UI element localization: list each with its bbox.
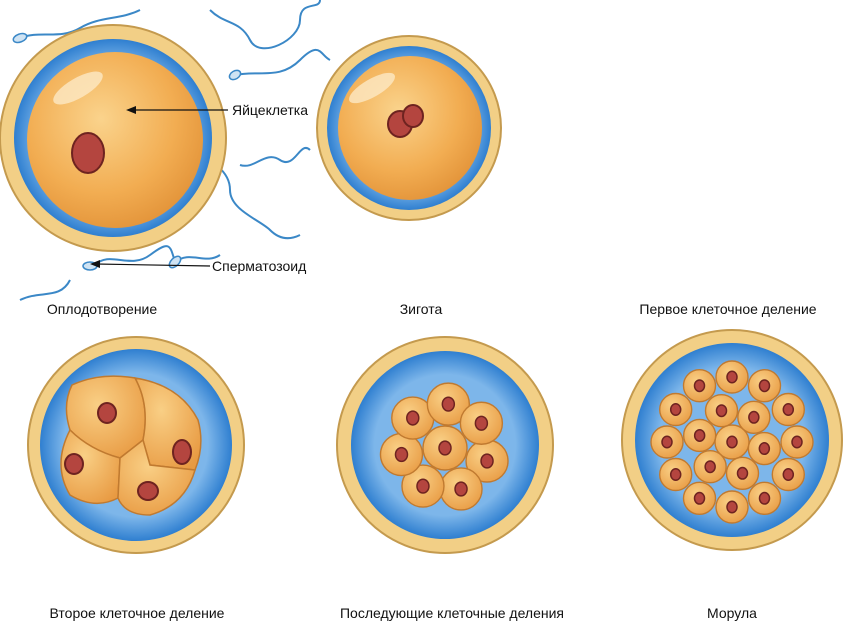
caption-subsequent-divisions: Последующие клеточные деления: [340, 605, 564, 621]
nucleus: [671, 404, 681, 416]
nucleus: [695, 380, 705, 392]
nucleus: [760, 493, 770, 505]
morula-illustration: [622, 330, 842, 550]
fertilization-illustration: [0, 0, 330, 300]
nucleus: [727, 371, 737, 383]
nucleus: [737, 468, 747, 480]
nucleus: [671, 469, 681, 481]
zygote-illustration: [317, 36, 501, 220]
nucleus: [395, 448, 407, 462]
caption-second-division: Второе клеточное деление: [50, 605, 225, 621]
egg-cytoplasm: [27, 52, 203, 228]
nucleus: [439, 441, 451, 455]
nucleus: [727, 436, 737, 448]
nucleus: [481, 454, 493, 468]
egg-label: Яйцеклетка: [232, 102, 308, 118]
nucleus: [417, 479, 429, 493]
nucleus: [705, 461, 715, 473]
nucleus: [695, 493, 705, 505]
nucleus: [662, 436, 672, 448]
pronucleus: [403, 105, 423, 127]
four-cell-stage-illustration: [28, 337, 244, 553]
nucleus: [749, 412, 759, 424]
nucleus: [407, 411, 419, 425]
caption-first-division: Первое клеточное деление: [639, 301, 816, 317]
nucleus: [442, 397, 454, 411]
nucleus: [783, 469, 793, 481]
caption-morula: Морула: [707, 605, 757, 621]
nucleus: [783, 404, 793, 416]
nucleus: [695, 430, 705, 442]
nucleus: [760, 380, 770, 392]
nucleus: [455, 482, 467, 496]
nucleus: [727, 501, 737, 513]
nucleus: [475, 416, 487, 430]
sperm-label: Сперматозоид: [212, 258, 306, 274]
multicell-stage-illustration: [337, 337, 553, 553]
nucleus: [759, 443, 769, 455]
nucleus: [717, 405, 727, 417]
caption-zygote: Зигота: [400, 301, 443, 317]
nucleus: [792, 436, 802, 448]
sperm-pointer-line: [96, 264, 210, 266]
egg-nucleus: [72, 133, 104, 173]
caption-fertilization: Оплодотворение: [47, 301, 157, 317]
